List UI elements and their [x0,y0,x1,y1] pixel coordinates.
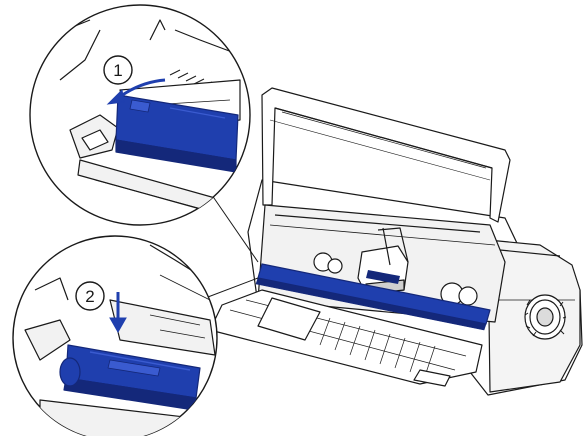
platen-gears [313,252,478,306]
step-number-1: 1 [113,61,122,80]
step-number-2: 2 [85,287,94,306]
printer [209,87,583,396]
step-badge-1: 1 [103,55,133,85]
callout-leader-2 [199,277,259,301]
ribbon-cartridge-step2 [59,344,201,411]
arrow-down-icon [109,292,127,334]
step-badge-2: 2 [75,281,105,311]
callout-step-1: 1 [29,4,251,226]
callout-leader-1 [204,184,259,263]
platen-knob [524,294,567,340]
callout-step-2: 2 [12,235,218,441]
ribbon-cartridge-step1 [115,94,239,173]
